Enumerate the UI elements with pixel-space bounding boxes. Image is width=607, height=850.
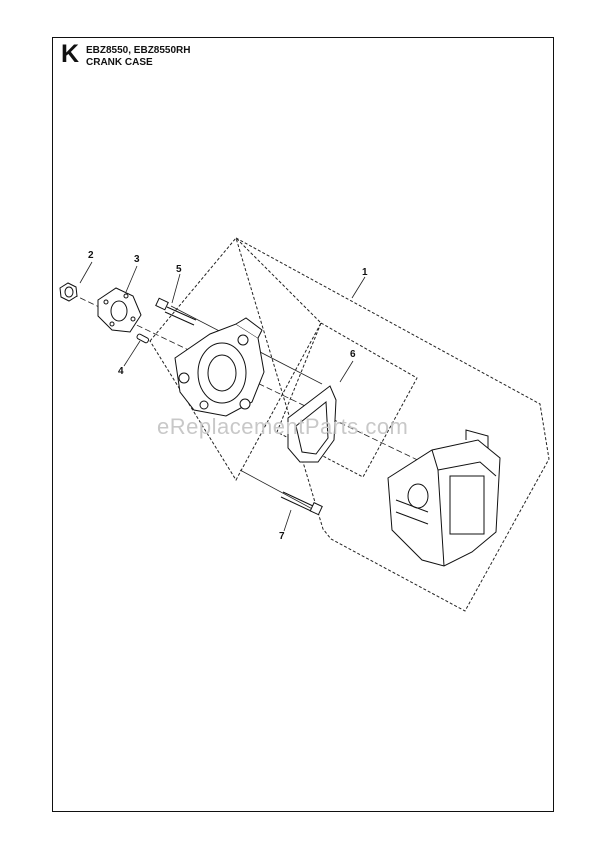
part-5-bolt <box>155 297 197 326</box>
section-letter: K <box>61 40 80 68</box>
part-1-crankcase-body <box>387 429 501 567</box>
assembly-boundary-crankcase-half <box>149 237 322 481</box>
section-title: CRANK CASE <box>86 57 153 68</box>
callout-7: 7 <box>279 531 285 542</box>
model-numbers: EBZ8550, EBZ8550RH <box>86 45 191 56</box>
part-3-flange <box>97 287 142 333</box>
callout-2: 2 <box>88 250 94 261</box>
callout-3: 3 <box>134 254 140 265</box>
part-1-crankcase-half <box>174 317 265 417</box>
callout-4: 4 <box>118 366 124 377</box>
part-7-bolt <box>280 491 323 516</box>
callout-1: 1 <box>362 267 368 278</box>
part-2-nut <box>59 282 78 302</box>
watermark: eReplacementParts.com <box>157 414 409 439</box>
part-4-key <box>136 333 150 344</box>
assembly-boundary-1 <box>235 236 550 612</box>
callout-6: 6 <box>350 349 356 360</box>
part-6-gasket <box>287 385 337 463</box>
page-frame <box>52 37 554 812</box>
callout-5: 5 <box>176 264 182 275</box>
